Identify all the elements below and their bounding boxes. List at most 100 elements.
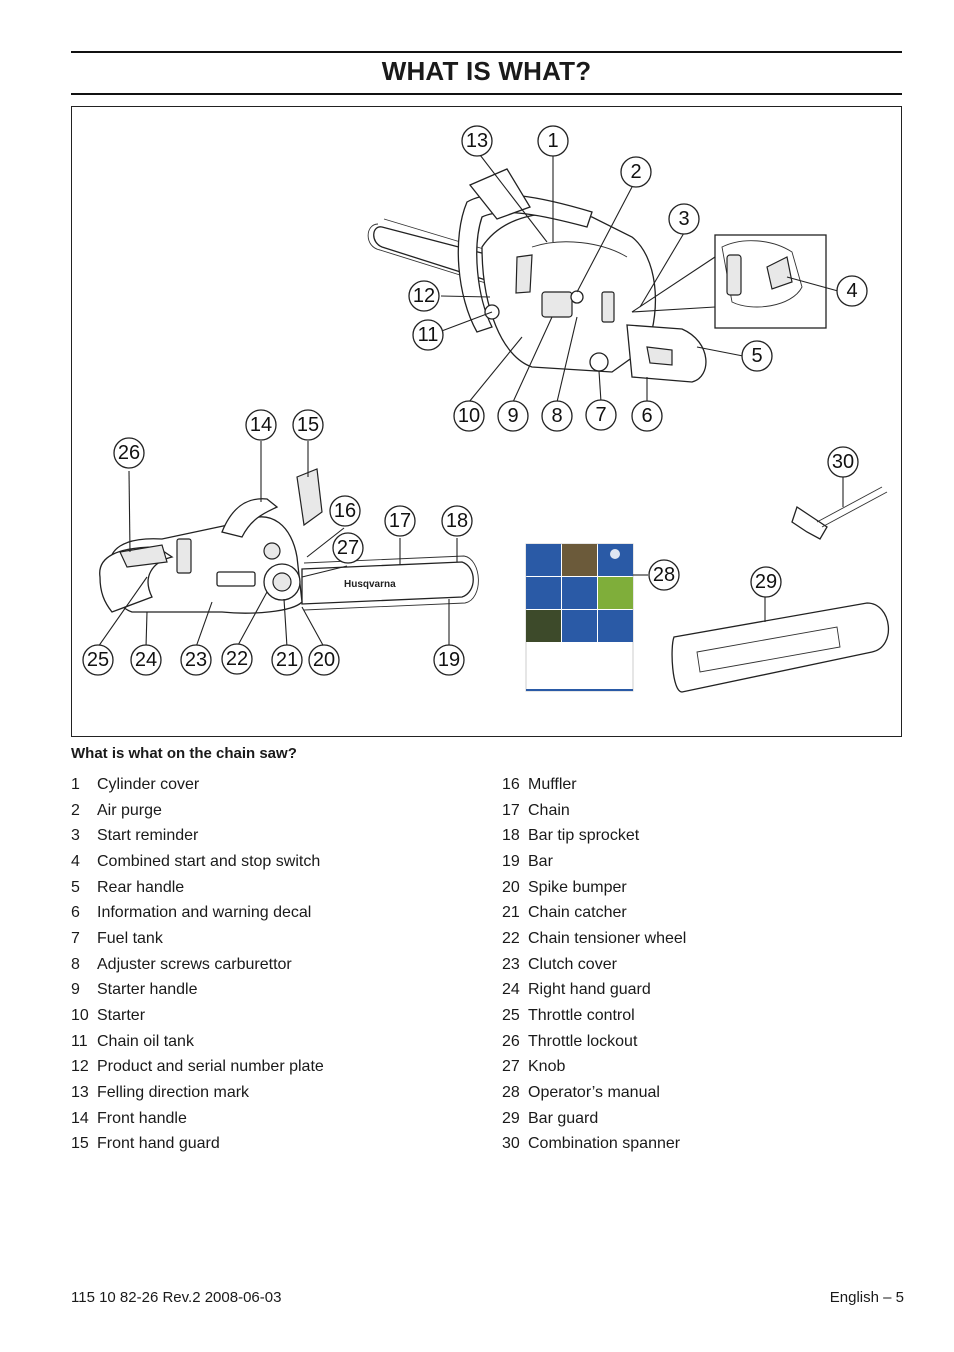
item-label: Right hand guard — [528, 981, 651, 999]
title-rule-top — [71, 51, 902, 53]
item-label: Front handle — [97, 1109, 187, 1127]
svg-text:7: 7 — [595, 404, 606, 426]
item-number: 7 — [71, 929, 80, 947]
svg-text:25: 25 — [87, 649, 109, 671]
svg-text:19: 19 — [438, 649, 460, 671]
list-item: 15 Front hand guard — [71, 1132, 491, 1158]
list-item: 18 Bar tip sprocket — [502, 823, 922, 849]
svg-text:5: 5 — [751, 345, 762, 367]
bar-guard-drawing — [671, 602, 889, 693]
item-number: 11 — [71, 1032, 88, 1050]
item-number: 9 — [71, 981, 80, 999]
callout-29: 29 — [750, 566, 782, 598]
callout-12: 12 — [408, 280, 440, 312]
svg-text:23: 23 — [185, 649, 207, 671]
callout-5: 5 — [741, 340, 773, 372]
callout-13: 13 — [461, 125, 493, 157]
item-number: 8 — [71, 955, 80, 973]
saw-brand-label: Husqvarna — [344, 579, 396, 590]
item-number: 25 — [502, 1007, 520, 1025]
item-label: Front hand guard — [97, 1135, 220, 1153]
page-number: English – 5 — [829, 1289, 904, 1306]
upper-saw-drawing — [367, 168, 827, 383]
item-number: 1 — [71, 775, 80, 793]
callout-24: 24 — [130, 644, 162, 676]
callout-19: 19 — [433, 644, 465, 676]
item-number: 2 — [71, 801, 80, 819]
item-label: Muffler — [528, 775, 577, 793]
combination-spanner-drawing — [791, 486, 888, 540]
svg-text:20: 20 — [313, 649, 335, 671]
item-number: 18 — [502, 827, 520, 845]
svg-text:16: 16 — [334, 500, 356, 522]
item-number: 15 — [71, 1135, 89, 1153]
callout-3: 3 — [668, 203, 700, 235]
svg-text:29: 29 — [755, 571, 777, 593]
callout-8: 8 — [541, 400, 573, 432]
item-number: 20 — [502, 878, 520, 896]
item-number: 29 — [502, 1109, 520, 1127]
item-label: Bar guard — [528, 1109, 599, 1127]
callout-25: 25 — [82, 644, 114, 676]
callout-4: 4 — [836, 275, 868, 307]
chainsaw-figure: Husqvarna — [71, 106, 902, 737]
item-number: 13 — [71, 1084, 89, 1102]
lower-saw-drawing: Husqvarna — [99, 468, 479, 614]
svg-text:10: 10 — [458, 405, 480, 427]
item-label: Chain tensioner wheel — [528, 929, 687, 947]
svg-text:2: 2 — [630, 161, 641, 183]
callout-2: 2 — [620, 156, 652, 188]
list-item: 26 Throttle lockout — [502, 1029, 922, 1055]
svg-text:8: 8 — [551, 405, 562, 427]
item-number: 17 — [502, 801, 520, 819]
callout-21: 21 — [271, 644, 303, 676]
callout-14: 14 — [245, 409, 277, 441]
callout-6: 6 — [631, 400, 663, 432]
item-label: Fuel tank — [97, 929, 163, 947]
item-number: 6 — [71, 904, 80, 922]
item-label: Information and warning decal — [97, 904, 312, 922]
list-item: 11 Chain oil tank — [71, 1029, 491, 1055]
svg-text:4: 4 — [846, 280, 857, 302]
callout-20: 20 — [308, 644, 340, 676]
item-label: Chain oil tank — [97, 1032, 194, 1050]
item-number: 30 — [502, 1135, 520, 1153]
item-label: Operator’s manual — [528, 1084, 660, 1102]
callout-11: 11 — [412, 319, 444, 351]
item-number: 23 — [502, 955, 520, 973]
item-number: 19 — [502, 852, 520, 870]
item-label: Chain — [528, 801, 570, 819]
svg-text:17: 17 — [389, 510, 411, 532]
item-label: Throttle lockout — [528, 1032, 638, 1050]
svg-text:12: 12 — [413, 285, 435, 307]
svg-text:18: 18 — [446, 510, 468, 532]
callout-1: 1 — [537, 125, 569, 157]
svg-text:11: 11 — [418, 324, 439, 346]
item-label: Air purge — [97, 801, 162, 819]
document-reference: 115 10 82-26 Rev.2 2008-06-03 — [71, 1289, 282, 1306]
callout-10: 10 — [453, 400, 485, 432]
item-number: 26 — [502, 1032, 520, 1050]
item-label: Rear handle — [97, 878, 185, 896]
figure-caption: What is what on the chain saw? — [71, 745, 297, 762]
item-label: Bar tip sprocket — [528, 827, 640, 845]
list-item: 6 Information and warning decal — [71, 900, 491, 926]
title-rule-bottom — [71, 93, 902, 95]
svg-text:21: 21 — [276, 649, 298, 671]
item-label: Combined start and stop switch — [97, 852, 321, 870]
item-label: Starter — [97, 1007, 146, 1025]
